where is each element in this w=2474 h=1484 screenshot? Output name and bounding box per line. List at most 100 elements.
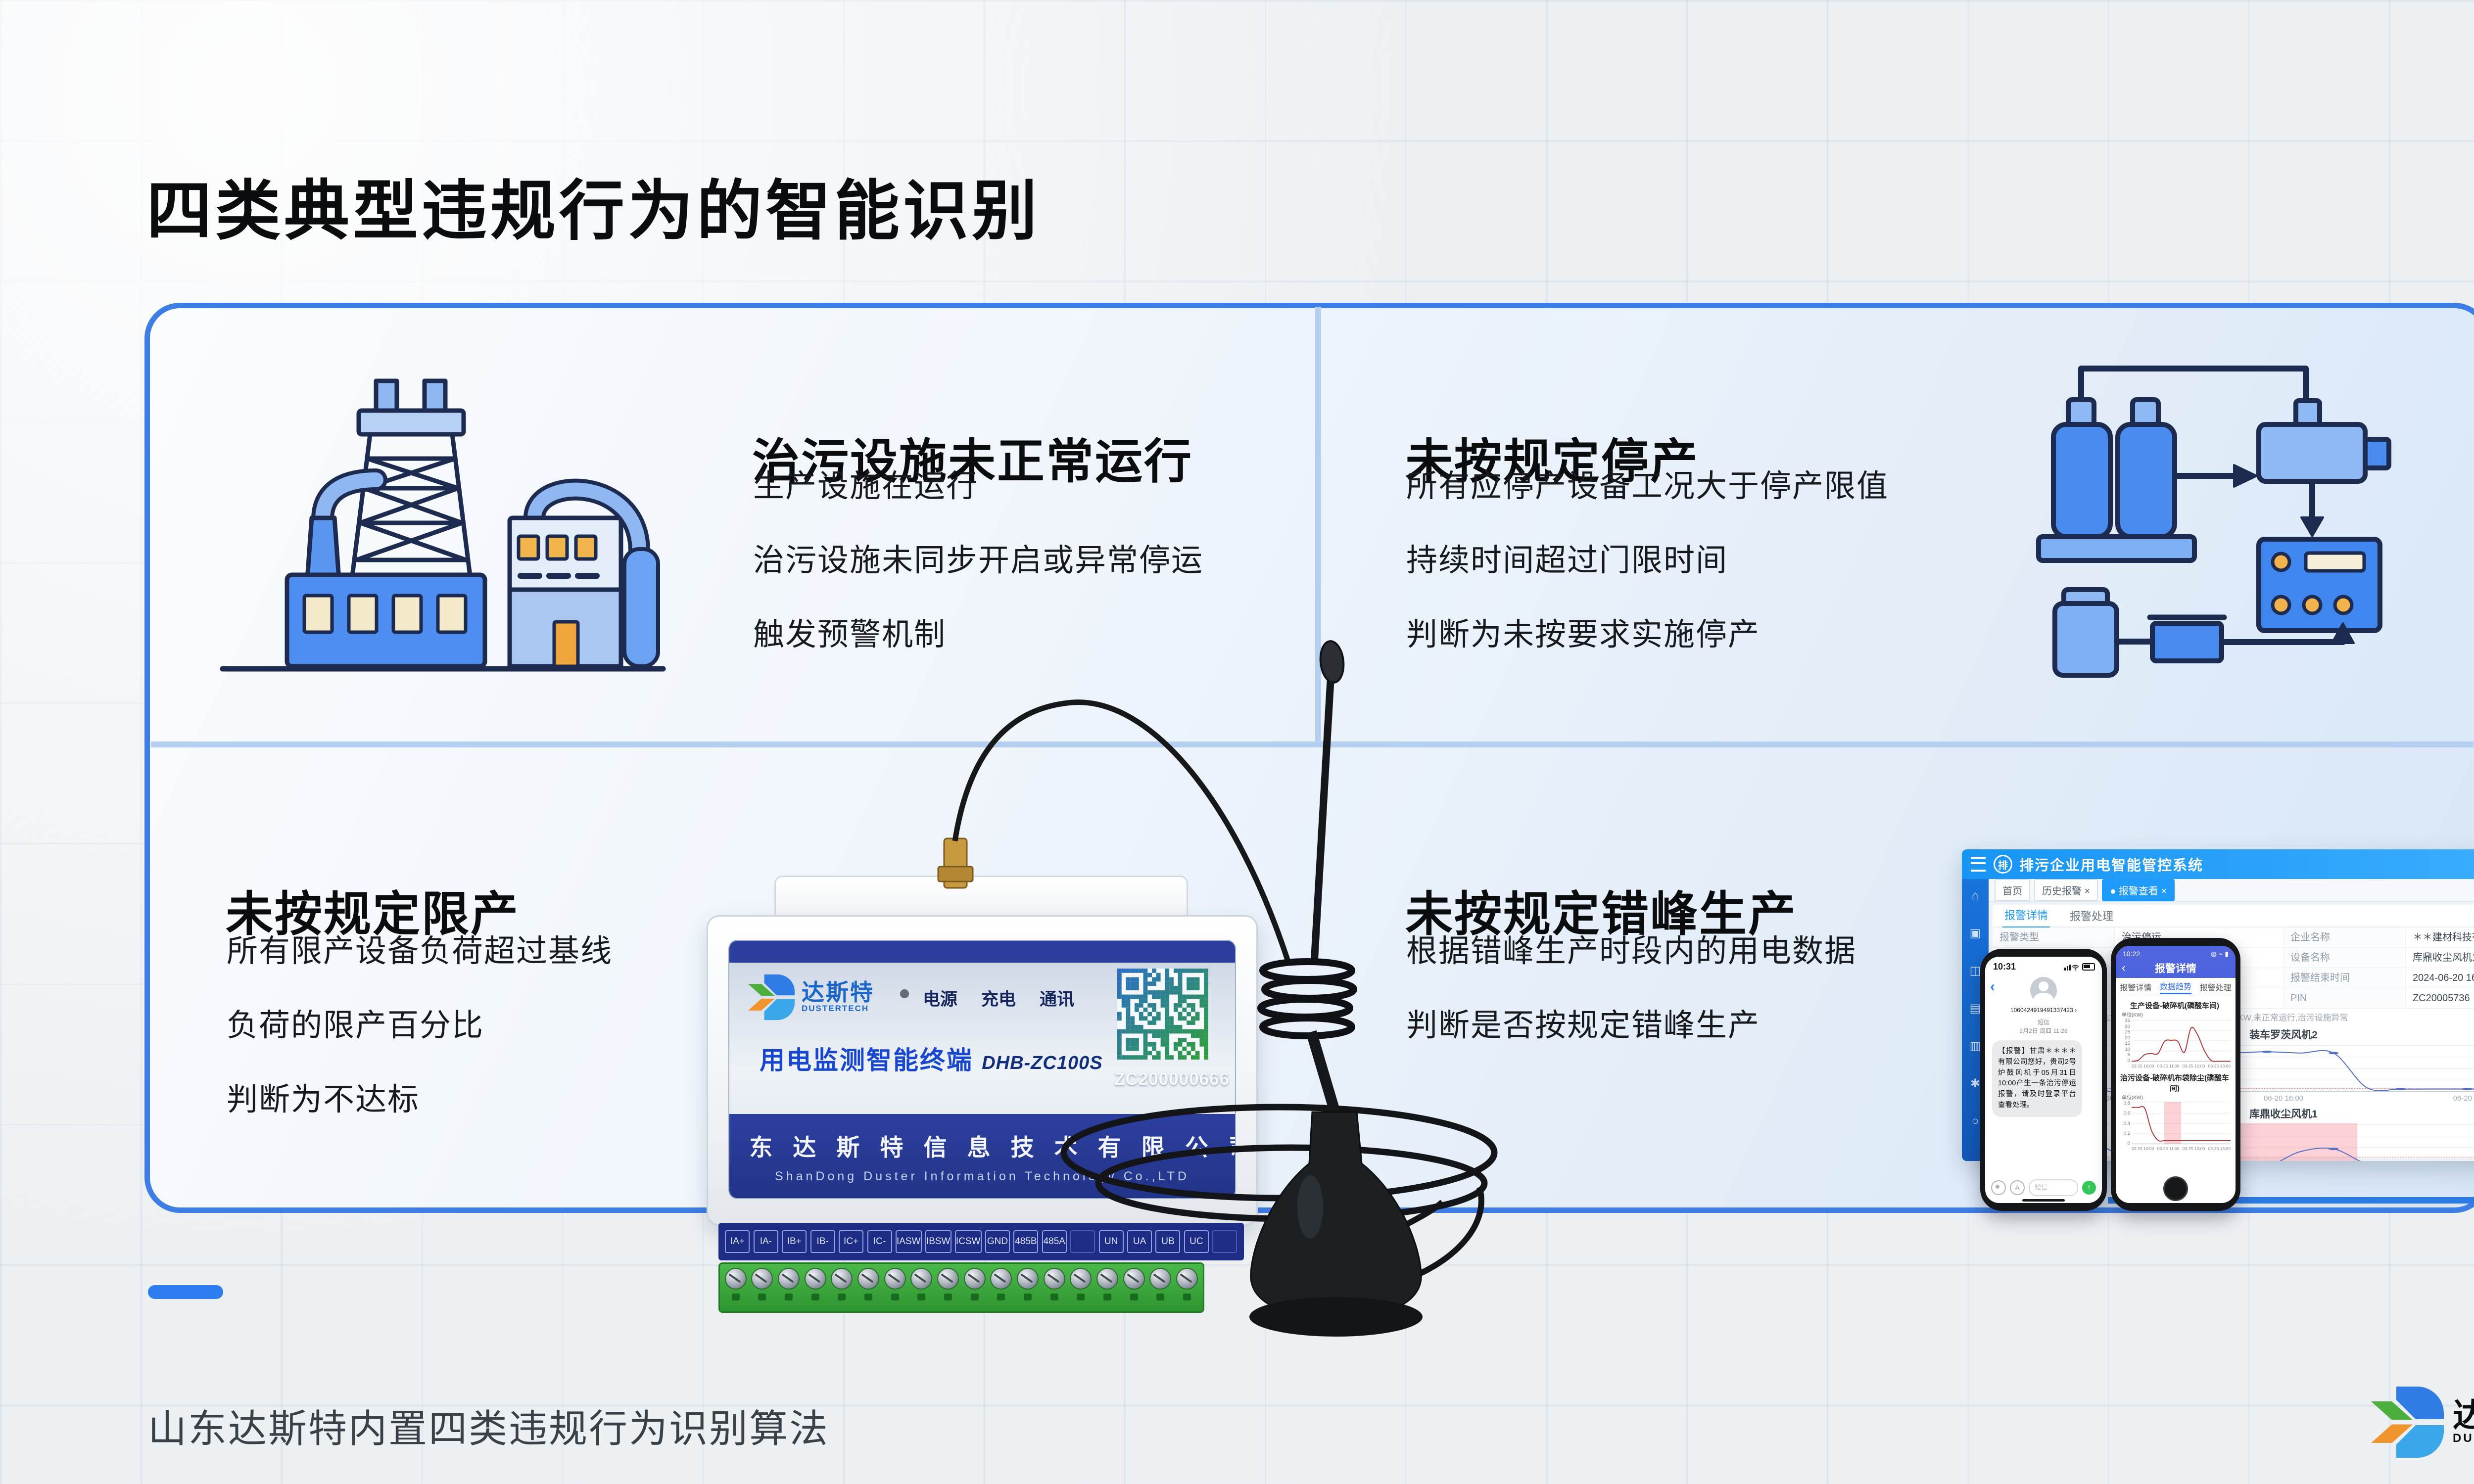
terminal-label: IASW: [895, 1230, 922, 1253]
y-tick-label: 5: [2127, 1052, 2130, 1058]
app-title: 报警详情: [2155, 963, 2196, 974]
footer-caption: 山东达斯特内置四类违规行为识别算法: [148, 1407, 830, 1450]
terminal-screw: [1176, 1268, 1198, 1290]
sender-number[interactable]: 1060424919491337423 ›: [2010, 1007, 2077, 1014]
bullet: 治污设施未同步开启或异常停运: [753, 543, 1203, 578]
device-brand-logo: 达斯特 DUSTERTECH: [747, 974, 874, 1021]
tab-alarm-detail[interactable]: 报警详情: [2120, 984, 2152, 992]
x-tick-label: 03-25 13:00: [2208, 1064, 2231, 1068]
qr-code: [1117, 969, 1208, 1060]
terminal-screw: [1149, 1268, 1172, 1290]
users-icon[interactable]: ◫: [1969, 964, 1981, 977]
terminal-screw: [751, 1268, 773, 1290]
send-button[interactable]: ↑: [2082, 1181, 2096, 1195]
subtab-alarm-handle[interactable]: 报警处理: [2070, 910, 2114, 923]
home-indicator[interactable]: [2022, 1199, 2065, 1202]
y-tick-label: 20: [2125, 1035, 2130, 1041]
x-tick-label: 03-25 10:00: [2132, 1146, 2154, 1151]
terminal-screw: [724, 1268, 747, 1290]
y-tick-label: 0.4: [2123, 1120, 2130, 1126]
terminal-label: IB+: [782, 1230, 807, 1253]
sms-bubble: 【报警】甘肃＊＊＊＊有限公司您好，贵司2号炉鼓风机于05月31日10:00产生一…: [1992, 1040, 2082, 1117]
brand-cn: 达斯特: [802, 979, 874, 1005]
wire-hole: [731, 1294, 740, 1300]
back-button[interactable]: ‹: [1990, 978, 1995, 995]
app-logo-icon: 排: [1994, 855, 2012, 874]
home-icon[interactable]: ⌂: [1971, 889, 1979, 902]
brand-en: DUSTERTECH: [802, 1004, 869, 1013]
bullet: 判断是否按规定错峰生产: [1406, 1008, 1760, 1043]
chart-title: 治污设备-破碎机布袋除尘(磷酸车间): [2120, 1074, 2229, 1093]
bullet: 所有限产设备负荷超过基线: [227, 934, 613, 969]
wire-hole: [997, 1294, 1005, 1300]
terminal-label: IC+: [839, 1230, 864, 1253]
x-tick-label: 03-25 12:00: [2182, 1064, 2205, 1068]
terminal-screw: [1070, 1268, 1092, 1290]
terminal-screw: [778, 1268, 800, 1290]
monitor-icon[interactable]: ▣: [1969, 927, 1981, 940]
tab-history-alarm[interactable]: 历史报警 ×: [2034, 879, 2098, 901]
quadrant-title-limit-production: 未按规定限产: [226, 887, 520, 941]
subtab-alarm-detail[interactable]: 报警详情: [2002, 903, 2050, 928]
back-button[interactable]: ‹: [2122, 961, 2126, 974]
terminal-label: [1212, 1230, 1237, 1253]
x-tick-label: 03-25 12:00: [2182, 1146, 2205, 1151]
chart-title: 生产设备-破碎机(磷酸车间): [2130, 1002, 2219, 1010]
chart-title: 装车罗茨风机2: [2249, 1029, 2318, 1041]
caption-accent-dash: [148, 1285, 223, 1299]
bullet: 负荷的限产百分比: [227, 1008, 484, 1043]
status-time: 10:22: [2123, 950, 2141, 958]
terminal-label: IC-: [867, 1230, 892, 1253]
terminal-label: UN: [1098, 1230, 1124, 1253]
tab-home[interactable]: 首页: [1995, 879, 2030, 901]
dustertech-logo-icon: [748, 974, 795, 1020]
gear-icon[interactable]: ✱: [1970, 1077, 1981, 1090]
wire-hole: [1130, 1294, 1138, 1300]
doc-icon[interactable]: ▤: [1969, 1002, 1981, 1015]
chart-title: 库鼎收尘风机1: [2249, 1109, 2318, 1120]
quadrant-title-off-peak: 未按规定错峰生产: [1405, 887, 1797, 941]
terminal-screw: [1123, 1268, 1145, 1290]
tab-data-trend[interactable]: 数据趋势: [2159, 980, 2191, 994]
sms-input[interactable]: 短信: [2029, 1179, 2078, 1196]
apps-icon[interactable]: A: [2010, 1180, 2025, 1195]
chart-unit: 单位(KW): [2122, 1095, 2143, 1101]
terminal-label: 485B: [1013, 1230, 1039, 1253]
quadrant-title-stop-production: 未按规定停产: [1405, 435, 1699, 488]
device-model: DHB-ZC100S: [982, 1053, 1103, 1073]
wire-hole: [864, 1294, 873, 1300]
brand-en: DUSTERTECH: [2453, 1432, 2474, 1445]
dustertech-logo-icon: [2371, 1387, 2444, 1458]
terminal-screw: [831, 1268, 853, 1290]
camera-icon[interactable]: [1991, 1180, 2006, 1195]
wire-hole: [811, 1294, 819, 1300]
wire-hole: [758, 1294, 766, 1300]
contact-avatar: [2030, 977, 2057, 1004]
terminal-screw: [857, 1268, 880, 1290]
terminal-label: 485A: [1042, 1230, 1067, 1253]
y-tick-label: 15: [2125, 1041, 2130, 1047]
chart-icon[interactable]: ▥: [1969, 1039, 1981, 1053]
terminal-label: UC: [1184, 1230, 1209, 1253]
terminal-label: IA+: [725, 1230, 750, 1253]
menu-toggle-icon[interactable]: [1971, 857, 1986, 872]
tab-alarm-handle[interactable]: 报警处理: [2199, 984, 2232, 992]
x-tick-label: 06-20 16:00: [2263, 1094, 2304, 1103]
led-label-comm: 通讯: [1040, 990, 1075, 1009]
terminal-label: ICSW: [954, 1230, 982, 1253]
y-tick-label: 0: [2127, 1058, 2130, 1064]
home-button[interactable]: [2163, 1176, 2188, 1201]
wire-hole: [917, 1294, 926, 1300]
wire-hole: [1183, 1294, 1191, 1300]
antenna-tip: [1319, 640, 1345, 684]
device-serial: ZC200000666: [1114, 1069, 1230, 1089]
terminal-screw: [937, 1268, 959, 1290]
form-value: 2024-06-20 16:15:00: [2405, 968, 2474, 988]
bullet: 持续时间超过门限时间: [1406, 543, 1728, 578]
search-icon[interactable]: ○: [1971, 1114, 1979, 1128]
status-time: 10:31: [1993, 962, 2016, 972]
